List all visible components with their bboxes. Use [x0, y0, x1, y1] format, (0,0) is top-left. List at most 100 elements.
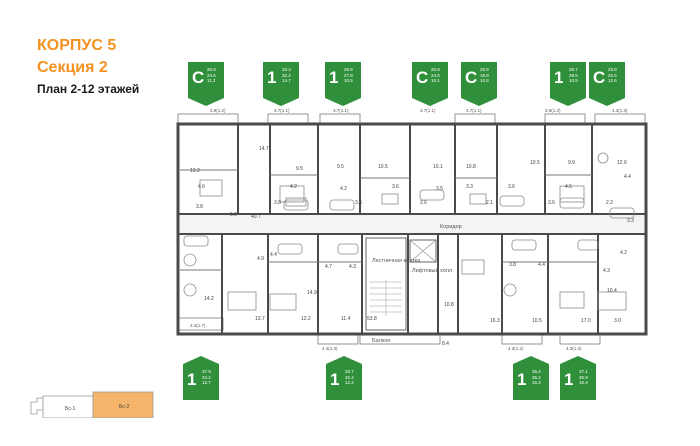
- room-area: 3.6: [355, 200, 362, 206]
- apartment-type: 1: [330, 370, 340, 389]
- room-area: 3.8: [196, 204, 203, 210]
- living-area: 24.0: [431, 72, 440, 78]
- apartment-type: 1: [564, 370, 574, 389]
- total-area: 29.7: [569, 67, 578, 72]
- room-area: 10.5: [569, 78, 578, 83]
- room-area: 4.4: [270, 252, 277, 258]
- lift-hall-label: Лифтовый холл: [412, 267, 452, 274]
- balcony-area: 3.4(1.7): [190, 323, 206, 328]
- stair-label: Лестничная клетка: [372, 258, 421, 264]
- room-area: 10.5: [378, 164, 388, 170]
- balcony-area: 4.2(1.2): [508, 346, 524, 351]
- total-area: 37.9: [202, 369, 211, 374]
- room-area: 4.6: [198, 184, 205, 190]
- room-area: 3.6: [548, 200, 555, 206]
- room-area: 3.8: [274, 200, 281, 206]
- living-area: 32.2: [282, 72, 291, 78]
- section-title: Секция 2: [37, 59, 108, 76]
- room-area: 14.7: [259, 146, 269, 152]
- room-area: 12.2: [345, 380, 354, 385]
- room-area: 13.2: [190, 168, 200, 174]
- total-area: 37.1: [579, 369, 588, 374]
- room-area: 3.0: [614, 318, 621, 324]
- total-area: 28.9: [344, 67, 353, 72]
- room-area: 16.3: [532, 380, 541, 385]
- room-area: 13.7: [255, 316, 265, 322]
- balcony-area: 4.4(1.3): [322, 346, 338, 351]
- apartment-type: С: [416, 68, 429, 87]
- room-area: 4.2: [340, 186, 347, 192]
- room-area: 14.9: [307, 290, 317, 296]
- balcony-area: 4.3(1.2): [566, 346, 582, 351]
- balcony-area: 4.3(1.3): [612, 108, 628, 113]
- total-area: 20.9: [431, 67, 440, 72]
- room-area: 12.6: [608, 78, 617, 83]
- total-area: 20.9: [480, 67, 489, 72]
- building-title: КОРПУС 5: [37, 37, 117, 54]
- apartment-type: С: [465, 68, 478, 87]
- apartment-type: 1: [517, 370, 527, 389]
- total-area: 25.8: [207, 67, 216, 72]
- room-area: 11.4: [341, 316, 351, 322]
- room-area: 10.5: [530, 160, 540, 166]
- living-area: 22.5: [608, 72, 617, 78]
- corridor-label: Коридор: [440, 224, 462, 230]
- balcony-area: 3.7(1.1): [466, 108, 482, 113]
- room-area: 10.4: [607, 288, 617, 294]
- living-area: 28.5: [569, 72, 578, 78]
- room-area: 2.1: [486, 200, 493, 206]
- room-area: 10.1: [433, 164, 443, 170]
- room-area: 3.8: [509, 262, 516, 268]
- room-area: 10.5: [344, 78, 353, 83]
- room-area: 5.0: [230, 212, 237, 218]
- room-area: 2.6: [420, 200, 427, 206]
- room-area: 16.3: [490, 318, 500, 324]
- room-area: 2.2: [606, 200, 613, 206]
- room-area: 14.2: [204, 296, 214, 302]
- room-area: 17.0: [581, 318, 591, 324]
- room-area: 4.3: [349, 264, 356, 270]
- room-area: 9.5: [296, 166, 303, 172]
- total-area: 33.3: [282, 67, 291, 72]
- room-area: 12.6: [617, 160, 627, 166]
- section-2-block[interactable]: [92, 391, 154, 418]
- room-area: 4.9: [257, 256, 264, 262]
- room-area: 14.7: [282, 78, 291, 83]
- room-area: 9.5: [337, 164, 344, 170]
- room-area: 3.5: [436, 186, 443, 192]
- living-area: 19.8: [480, 72, 489, 78]
- section-2-label: Бс-2: [119, 404, 129, 410]
- living-area: 34.2: [202, 374, 211, 380]
- living-area: 24.6: [207, 72, 216, 78]
- room-area: 3.3: [466, 184, 473, 190]
- balcony-area: 3.7(1.1): [274, 108, 290, 113]
- apartment-type: 1: [329, 68, 339, 87]
- room-area: 4.5: [565, 184, 572, 190]
- room-area: 12.7: [202, 380, 211, 385]
- room-area: 10.5: [532, 318, 542, 324]
- floor-plan-title: План 2-12 этажей: [37, 82, 140, 96]
- living-area: 32.4: [345, 374, 354, 380]
- room-area: 4.4: [624, 174, 631, 180]
- total-area: 23.8: [608, 67, 617, 72]
- living-area: 35.2: [532, 374, 541, 380]
- room-area: 3.6: [392, 184, 399, 190]
- balcony-label: Балкон: [372, 338, 390, 344]
- balcony-area: 3.9(1.2): [210, 108, 226, 113]
- total-area: 33.7: [345, 369, 354, 374]
- balcony-area: 3.9(1.2): [545, 108, 561, 113]
- room-area: 10.8: [444, 302, 454, 308]
- room-area: 11.2: [207, 78, 216, 83]
